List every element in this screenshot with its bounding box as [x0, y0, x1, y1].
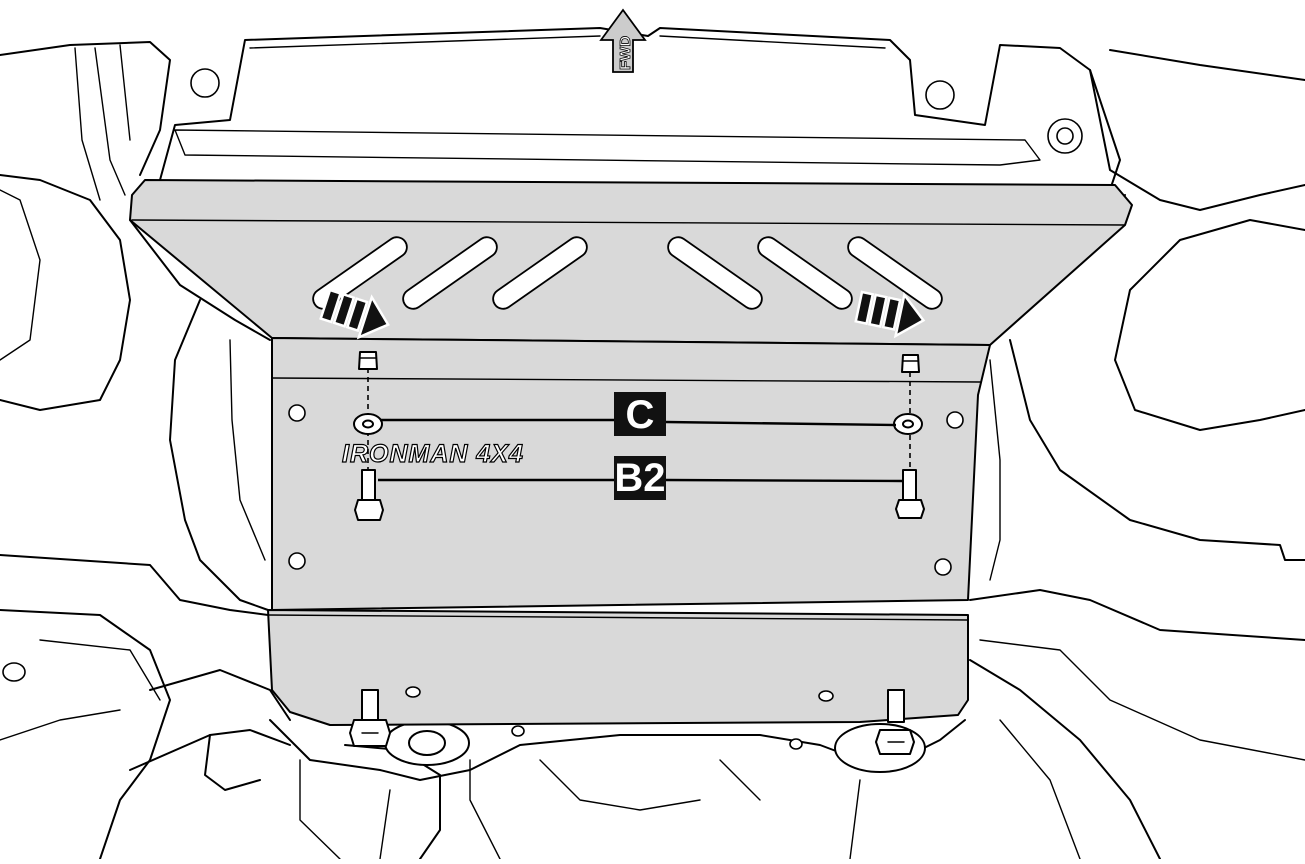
bolt-head	[895, 499, 925, 519]
plate-mount-hole	[934, 558, 952, 576]
callout-c-box	[614, 392, 666, 436]
callout-b2-label: B2	[614, 456, 665, 500]
vent-slot	[757, 236, 853, 310]
lower-bolt-left	[349, 689, 391, 747]
washer-hole	[362, 419, 374, 429]
callout-b2-box	[614, 456, 666, 500]
chassis-bolt-hole-inner	[1056, 127, 1074, 145]
bolt-shank	[902, 469, 917, 501]
bolt-head	[354, 499, 384, 521]
plate-mount-hole	[288, 552, 306, 570]
callout-b2: B2	[614, 456, 666, 500]
skid-plate: IRONMAN 4X4	[129, 179, 1133, 726]
lower-bolt-right	[875, 689, 915, 755]
hardware-stack-left	[353, 351, 384, 521]
washer-hole	[902, 419, 914, 429]
vent-slot	[667, 236, 763, 310]
leader-line-c	[380, 418, 897, 427]
chassis-bolt-hole	[789, 738, 803, 750]
chassis-bolt-hole	[2, 662, 26, 682]
hardware-stack-right	[893, 354, 925, 519]
fwd-label: FWD	[617, 36, 634, 70]
plate-mount-hole	[405, 686, 421, 698]
bolt-shank	[887, 689, 905, 723]
callout-c-label: C	[626, 393, 655, 437]
plate-mount-hole	[946, 411, 964, 429]
callout-c: C	[614, 392, 666, 437]
slide-direction-arrow-right	[854, 290, 926, 339]
rivet-nut	[901, 354, 920, 373]
leader-line-b2	[378, 478, 904, 483]
callout-leaders	[378, 418, 904, 483]
drivetrain-flange-bore	[408, 730, 446, 756]
vent-slots	[312, 236, 943, 310]
slide-direction-arrow-left	[319, 288, 390, 340]
plate-upper-flange	[129, 179, 1133, 346]
fwd-direction-arrow: FWD	[599, 8, 647, 73]
ironman-4x4-logo: IRONMAN 4X4	[342, 440, 524, 468]
rivet-nut	[358, 351, 378, 370]
plate-lower-panel	[267, 609, 969, 726]
plate-mount-hole	[288, 404, 306, 422]
plate-mount-hole	[818, 690, 834, 702]
chassis-bolt-hole	[190, 68, 220, 98]
vent-slot	[402, 236, 498, 310]
bolt-shank	[361, 689, 379, 721]
chassis-bolt-hole	[925, 80, 955, 110]
bolt-shank	[361, 469, 376, 501]
chassis-bolt-hole	[511, 725, 525, 737]
vent-slot	[492, 236, 588, 310]
vent-slot	[847, 236, 943, 310]
